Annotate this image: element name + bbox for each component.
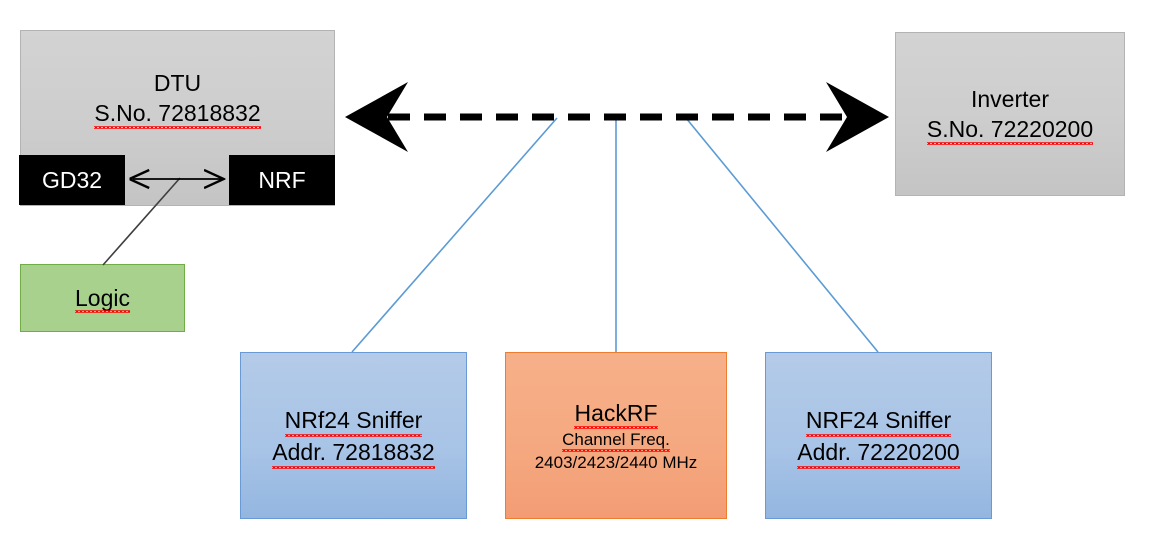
node-logic[interactable]: Logic: [20, 264, 185, 332]
sniffer-right-address: Addr. 72220200: [797, 436, 961, 469]
inverter-title: Inverter: [971, 86, 1049, 112]
node-gd32[interactable]: GD32: [19, 155, 125, 205]
logic-label: Logic: [75, 284, 130, 313]
connector-sniffer-right-tap: [685, 117, 879, 353]
connector-sniffer-left-tap: [351, 117, 558, 353]
sniffer-left-title: NRf24 Sniffer: [284, 404, 422, 437]
node-inverter[interactable]: Inverter S.No. 72220200: [895, 32, 1125, 196]
hackrf-subtitle: Channel Freq.: [562, 429, 670, 452]
hackrf-title: HackRF: [574, 399, 658, 429]
sniffer-right-title: NRF24 Sniffer: [805, 404, 952, 437]
dtu-title: DTU: [153, 70, 202, 96]
sniffer-left-address: Addr. 72818832: [272, 436, 436, 469]
dtu-serial: S.No. 72818832: [94, 100, 261, 129]
node-hackrf[interactable]: HackRF Channel Freq. 2403/2423/2440 MHz: [505, 352, 727, 519]
node-nrf[interactable]: NRF: [229, 155, 335, 205]
node-sniffer-right[interactable]: NRF24 Sniffer Addr. 72220200: [765, 352, 992, 519]
hackrf-frequencies: 2403/2423/2440 MHz: [534, 452, 698, 472]
inverter-serial: S.No. 72220200: [926, 116, 1094, 145]
nrf-label: NRF: [258, 166, 306, 193]
node-sniffer-left[interactable]: NRf24 Sniffer Addr. 72818832: [240, 352, 467, 519]
gd32-label: GD32: [41, 166, 103, 193]
